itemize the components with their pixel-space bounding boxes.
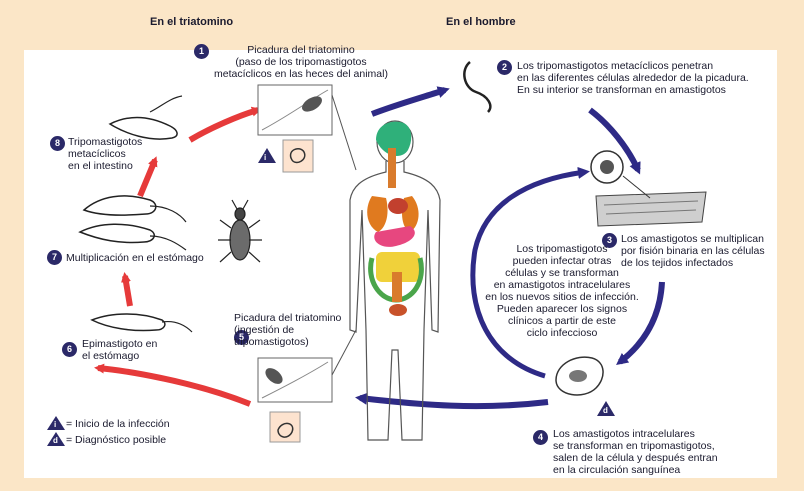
tissue-inset [590, 150, 707, 227]
reinfection-note: Los tripomastigotos pueden infectar otra… [485, 243, 639, 339]
arrow-5-to-6 [94, 363, 252, 407]
step-7-badge: 7 [47, 250, 62, 265]
diagnosis-marker-4 [597, 401, 615, 416]
legend-letter-i: i [54, 420, 57, 429]
legend-infection-marker [47, 416, 65, 430]
arrow-2-to-3 [588, 107, 641, 175]
legend-infection-text: = Inicio de la infección [66, 418, 170, 430]
bite-inset-5 [257, 357, 333, 443]
step-2-text: Los tripomastigotos metacíclicos penetra… [517, 60, 749, 96]
arrow-4-to-5 [355, 392, 549, 410]
arrow-8-to-1 [188, 106, 262, 143]
step-4-text: Los amastigotos intracelulares se transf… [553, 428, 718, 476]
infected-cell [555, 356, 604, 396]
arrow-reinfection [470, 166, 590, 379]
marker-letter-i: i [264, 153, 267, 162]
trypomastigote-2 [463, 61, 492, 113]
step-8-text: Tripomastigotos metacíclicos en el intes… [68, 136, 143, 172]
step-7-text: Multiplicación en el estómago [66, 252, 204, 264]
step-1-text: Picadura del triatomino (paso de los tri… [214, 44, 388, 80]
marker-letter-d: d [603, 406, 608, 415]
step-6-badge: 6 [62, 342, 77, 357]
epimastigote-6 [90, 313, 166, 332]
step-3-badge: 3 [602, 233, 617, 248]
legend-diagnosis-text: = Diagnóstico posible [66, 434, 167, 446]
arrow-7-to-8 [137, 156, 158, 198]
legend-diagnosis-marker [47, 432, 65, 446]
arrow-3-to-4 [616, 281, 665, 366]
infection-marker-1 [258, 148, 276, 163]
step-1-badge: 1 [194, 44, 209, 59]
step-4-badge: 4 [533, 430, 548, 445]
epimastigote-7a [82, 195, 157, 216]
step-5-badge: 5 [234, 330, 249, 345]
step-6-text: Epimastigoto en el estómago [82, 338, 158, 362]
step-5-text: Picadura del triatomino (ingestión de tr… [234, 312, 342, 348]
epimastigote-7b [78, 223, 155, 244]
trypomastigote-8 [108, 116, 178, 140]
organs [367, 121, 424, 316]
step-2-badge: 2 [497, 60, 512, 75]
step-3-text: Los amastigotos se multiplican por fisió… [621, 233, 765, 269]
triatomine-bug-icon [218, 199, 262, 263]
legend-letter-d: d [53, 436, 58, 445]
arrow-1-to-2 [370, 86, 450, 117]
arrow-6-to-7 [121, 272, 133, 307]
header-vector: En el triatomino [150, 16, 234, 28]
step-8-badge: 8 [50, 136, 65, 151]
header-human: En el hombre [446, 16, 516, 28]
bite-inset-1 [257, 84, 333, 173]
